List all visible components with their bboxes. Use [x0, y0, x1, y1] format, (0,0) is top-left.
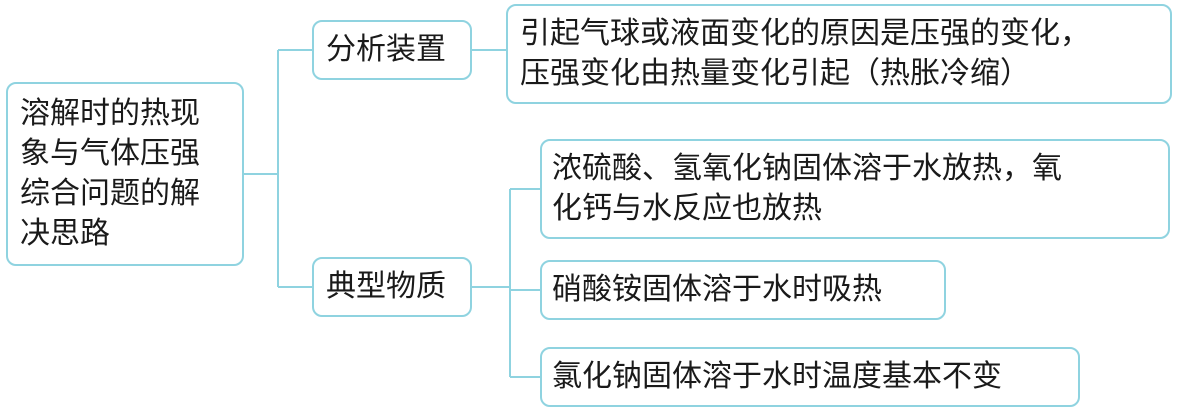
detail-line: 氯化钠固体溶于水时温度基本不变 — [552, 359, 1002, 394]
detail-line: 化钙与水反应也放热 — [552, 191, 822, 226]
detail-line: 引起气球或液面变化的原因是压强的变化， — [520, 16, 1090, 51]
detail-line: 压强变化由热量变化引起（热胀冷缩） — [520, 56, 1030, 91]
root-line: 综合问题的解 — [20, 176, 200, 211]
root-line: 溶解时的热现 — [20, 96, 200, 131]
detail-node-endothermic: 硝酸铵固体溶于水时吸热 — [540, 260, 946, 320]
root-line: 象与气体压强 — [20, 136, 200, 171]
root-line: 决思路 — [20, 216, 110, 251]
branch-node-typical: 典型物质 — [312, 257, 472, 317]
detail-line: 硝酸铵固体溶于水时吸热 — [552, 272, 882, 307]
branch-label: 分析装置 — [326, 32, 446, 67]
branch-node-analysis: 分析装置 — [312, 20, 472, 80]
branch-label: 典型物质 — [326, 269, 446, 304]
root-node: 溶解时的热现 象与气体压强 综合问题的解 决思路 — [6, 82, 244, 266]
detail-line: 浓硫酸、氢氧化钠固体溶于水放热，氧 — [552, 151, 1062, 186]
detail-node-neutral: 氯化钠固体溶于水时温度基本不变 — [540, 347, 1080, 407]
detail-node-exothermic: 浓硫酸、氢氧化钠固体溶于水放热，氧 化钙与水反应也放热 — [540, 139, 1170, 239]
detail-node-pressure-cause: 引起气球或液面变化的原因是压强的变化， 压强变化由热量变化引起（热胀冷缩） — [506, 4, 1172, 104]
